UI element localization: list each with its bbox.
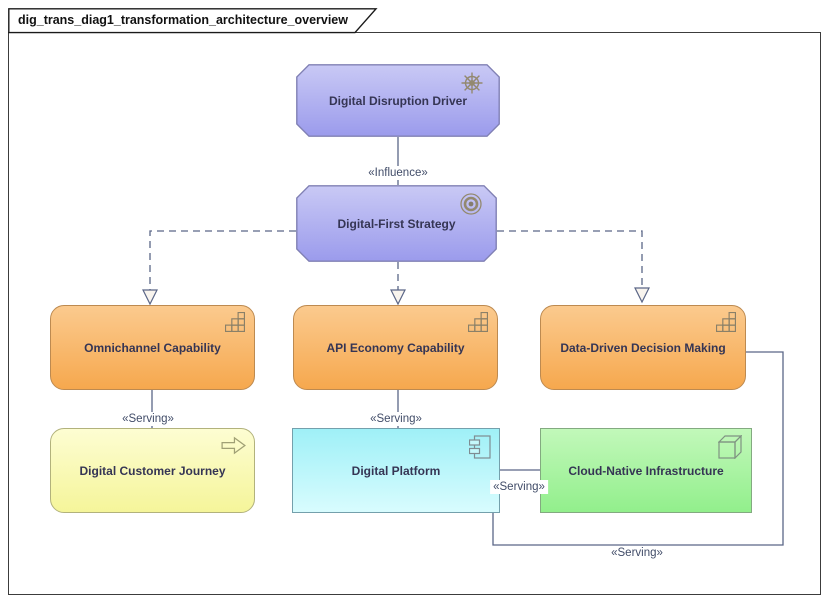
relationship-label-serving-bottom[interactable]: «Serving»: [608, 546, 666, 560]
cube-icon: [718, 435, 742, 459]
ship-wheel-icon: [461, 72, 483, 94]
relationship-label-serving-platform[interactable]: «Serving»: [367, 412, 425, 426]
connector-realize-data-driven[interactable]: [497, 230, 650, 304]
connector-realize-omnichannel[interactable]: [142, 230, 296, 306]
element-label: Digital Disruption Driver: [328, 93, 468, 108]
element-label: Cloud-Native Infrastructure: [568, 463, 724, 478]
element-digital-first-strategy[interactable]: Digital-First Strategy: [296, 185, 497, 262]
element-omnichannel-capability[interactable]: Omnichannel Capability: [50, 305, 255, 390]
capability-stairs-icon: [716, 312, 737, 333]
outline-arrow-icon: [221, 436, 246, 455]
element-cloud-native-infrastructure[interactable]: Cloud-Native Infrastructure: [540, 428, 752, 513]
relationship-label-serving-infra[interactable]: «Serving»: [490, 480, 548, 494]
capability-stairs-icon: [468, 312, 489, 333]
element-label: Digital Customer Journey: [79, 463, 226, 478]
component-icon: [469, 435, 491, 459]
element-api-economy-capability[interactable]: API Economy Capability: [293, 305, 498, 390]
hollow-triangle-arrowhead: [634, 287, 650, 304]
hollow-triangle-arrowhead: [142, 289, 158, 306]
connector-serving-bottom[interactable]: [492, 351, 784, 546]
element-label: Digital Platform: [351, 463, 441, 478]
element-label: Digital-First Strategy: [337, 216, 456, 231]
capability-stairs-icon: [225, 312, 246, 333]
connector-realize-api[interactable]: [390, 262, 406, 306]
diagram-title-tab: dig_trans_diag1_transformation_architect…: [8, 8, 380, 34]
title-tab-shape: [8, 8, 378, 34]
octagon-shape: [296, 185, 497, 262]
diagram-title: dig_trans_diag1_transformation_architect…: [18, 13, 348, 27]
element-label: Data-Driven Decision Making: [560, 340, 726, 355]
element-label: Omnichannel Capability: [84, 340, 221, 355]
hollow-triangle-arrowhead: [390, 289, 406, 306]
relationship-label-serving-journey[interactable]: «Serving»: [119, 412, 177, 426]
bullseye-icon: [460, 193, 482, 215]
relationship-label-influence[interactable]: «Influence»: [365, 166, 431, 180]
element-digital-platform[interactable]: Digital Platform: [292, 428, 500, 513]
element-data-driven-decision-making[interactable]: Data-Driven Decision Making: [540, 305, 746, 390]
element-label: API Economy Capability: [326, 340, 465, 355]
element-digital-customer-journey[interactable]: Digital Customer Journey: [50, 428, 255, 513]
octagon-shape: [296, 64, 500, 137]
diagram-frame: [8, 32, 821, 595]
element-digital-disruption-driver[interactable]: Digital Disruption Driver: [296, 64, 500, 137]
